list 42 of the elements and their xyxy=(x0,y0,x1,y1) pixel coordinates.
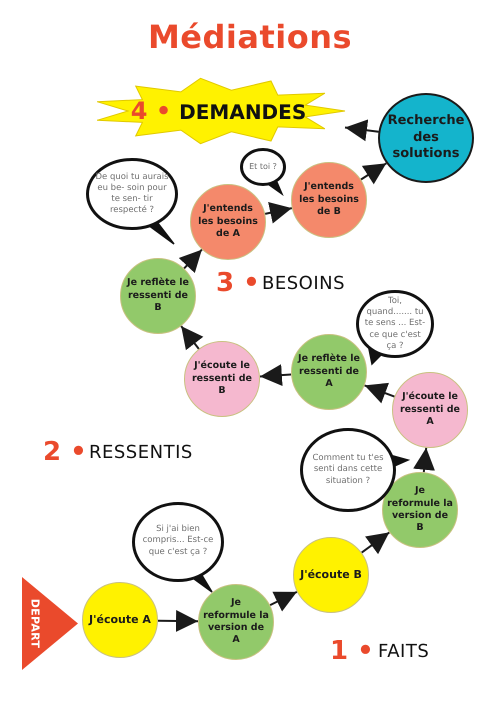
arrow xyxy=(178,248,203,274)
arrow xyxy=(264,202,292,224)
stage-title: RESSENTIS xyxy=(89,442,193,463)
arrow xyxy=(180,325,204,350)
arrow xyxy=(344,119,379,142)
step-text: J'écoute A xyxy=(89,612,151,628)
speech-bubble xyxy=(84,156,180,246)
step-text: J'entends les besoins de B xyxy=(298,181,360,219)
speech-bubble xyxy=(238,146,288,196)
start-text: DEPART xyxy=(28,598,42,648)
step-circle xyxy=(120,258,196,334)
stage-number: 4 • xyxy=(130,97,172,125)
step-text: J'écoute le ressenti de B xyxy=(191,360,253,398)
arrow xyxy=(364,382,395,404)
bubble-text: Et toi ? xyxy=(248,160,278,173)
title: Médiations xyxy=(148,18,352,56)
step-text: Je reflète le ressenti de A xyxy=(296,353,361,391)
arrow xyxy=(158,610,198,632)
bubble-text: De quoi tu aurais eu be- soin pour te sen- tir respecté ? xyxy=(94,170,170,218)
step-text: J'écoute B xyxy=(300,568,362,582)
stage-number: 3 • xyxy=(216,268,260,298)
stage-title: BESOINS xyxy=(262,273,346,294)
arrow xyxy=(413,448,435,472)
stage-title: DEMANDES xyxy=(179,100,306,124)
bubble-text: Comment tu t'es senti dans cette situation ? xyxy=(311,452,385,488)
step-text: Je reflète le ressenti de B xyxy=(126,277,190,315)
arrow xyxy=(270,591,298,612)
step-text: J'entends les besoins de A xyxy=(197,203,259,241)
start-flag xyxy=(22,577,78,670)
speech-bubble xyxy=(130,500,226,590)
step-text: Je reformule la version de A xyxy=(203,597,269,647)
arrow xyxy=(360,162,387,184)
step-text: Recherche des solutions xyxy=(386,112,466,164)
bubble-text: Toi, quand....... tu te sens ... Est-ce que c'est ça ? xyxy=(364,295,426,353)
stage-number: 2 • xyxy=(43,437,87,467)
arrow xyxy=(260,364,292,386)
arrow xyxy=(361,532,390,554)
stage-number: 1 • xyxy=(330,636,374,666)
step-text: J'écoute le ressenti de A xyxy=(399,391,461,429)
stage-title: FAITS xyxy=(378,641,430,662)
step-text: Je reformule la version de B xyxy=(387,485,453,535)
bubble-text: Si j'ai bien compris... Est-ce que c'est ça ? xyxy=(142,523,214,559)
